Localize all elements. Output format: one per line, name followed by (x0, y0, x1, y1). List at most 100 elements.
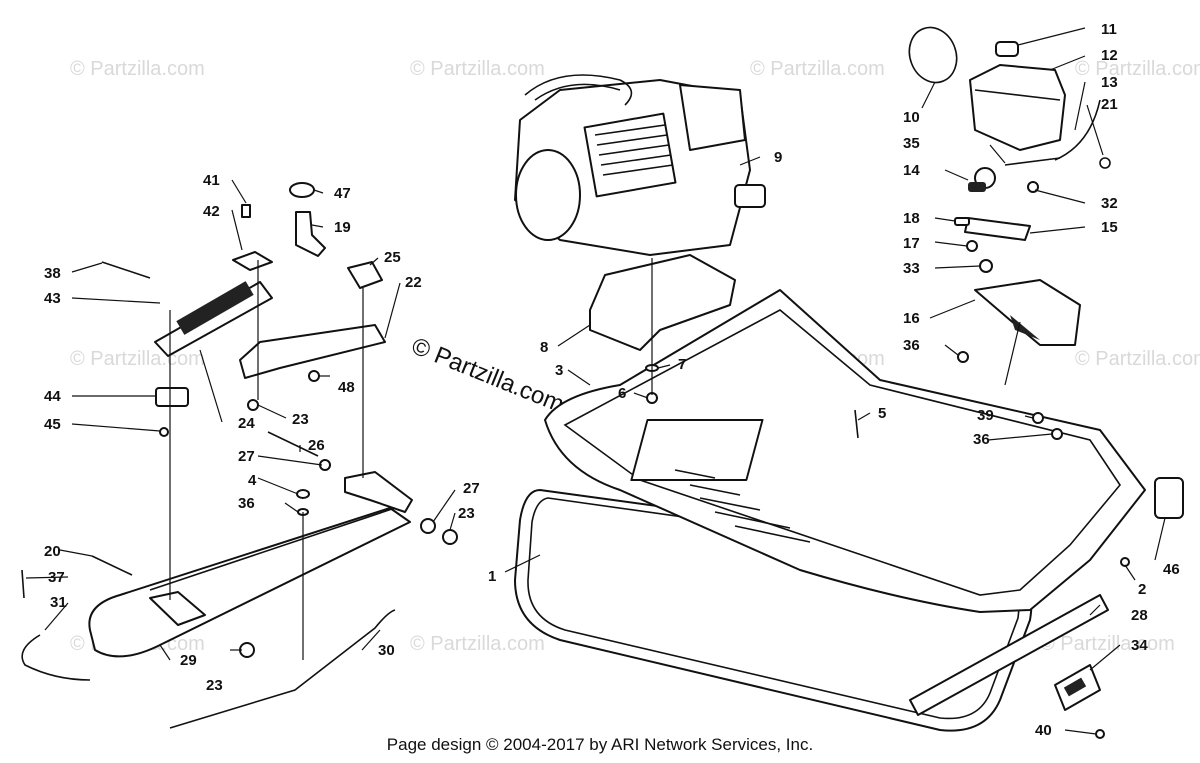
part-23-nut-b (442, 529, 458, 545)
part-36-nut-r2 (1051, 428, 1063, 440)
callout-11: 11 (1101, 21, 1117, 38)
callout-48: 48 (338, 379, 355, 396)
part-43-plate-pad (176, 281, 254, 335)
watermark: © Partzilla.com (1040, 633, 1175, 655)
part-16-bracket (974, 279, 1081, 346)
part-21-clamp (1099, 157, 1111, 169)
part-27-nut-r (420, 518, 436, 534)
part-9-engine (514, 74, 766, 256)
callout-6: 6 (618, 385, 626, 402)
part-15-strap (964, 217, 1031, 241)
part-18-screw (954, 217, 970, 226)
watermark: © Partzilla.com (750, 58, 885, 80)
part-23-nut-a (247, 399, 259, 411)
callout-10: 10 (903, 109, 920, 126)
callout-36-right2: 36 (973, 431, 990, 448)
part-47-washer (289, 182, 315, 198)
watermark: © Partzilla.com (70, 348, 205, 370)
part-46-block (1154, 477, 1184, 519)
part-25-clamp (347, 261, 383, 289)
part-12-tank (969, 64, 1066, 151)
callout-labels: 1 2 3 4 5 6 7 8 9 10 11 12 13 14 15 16 1… (44, 21, 1180, 739)
callout-16: 16 (903, 310, 920, 327)
part-38-bolt (101, 261, 151, 279)
watermark: © Partzilla.com (410, 58, 545, 80)
callout-7: 7 (678, 356, 686, 373)
part-16-bracket-shade (1010, 315, 1040, 340)
callout-8: 8 (540, 339, 548, 356)
part-48-nut (308, 370, 320, 382)
callout-5: 5 (878, 405, 886, 422)
part-3-pan-inner (563, 309, 1121, 596)
callout-27-right: 27 (463, 480, 480, 497)
callout-13: 13 (1101, 74, 1118, 91)
callout-15: 15 (1101, 219, 1118, 236)
part-36-nut-r (957, 351, 969, 363)
callout-4: 4 (248, 472, 257, 489)
part-26-bolt (267, 431, 319, 457)
leader-lines (25, 27, 1166, 735)
callout-37: 37 (48, 569, 65, 586)
part-43-plate (154, 281, 273, 357)
callout-31: 31 (50, 594, 67, 611)
part-30-wearbar (169, 609, 396, 729)
part-41-bolt (241, 204, 251, 218)
callout-12: 12 (1101, 47, 1118, 64)
watermark: © Partzilla.com (1075, 58, 1200, 80)
part-29-ski-edge (149, 507, 396, 591)
callout-2: 2 (1138, 581, 1146, 598)
callout-35: 35 (903, 135, 920, 152)
part-12-tank-edge (974, 89, 1061, 101)
part-44-block (155, 387, 189, 407)
callout-21: 21 (1101, 96, 1118, 113)
callout-1: 1 (488, 568, 496, 585)
part-2-screw (1120, 557, 1130, 567)
callout-41: 41 (203, 172, 220, 189)
part-22-arm (239, 324, 386, 379)
part-8-mount (589, 254, 736, 351)
callout-45: 45 (44, 416, 61, 433)
part-23-nut-c (239, 642, 255, 658)
callout-19: 19 (334, 219, 351, 236)
callout-22: 22 (405, 274, 422, 291)
callout-29: 29 (180, 652, 197, 669)
part-29-ski-saddle (149, 591, 206, 626)
callout-36: 36 (238, 495, 255, 512)
part-20-bolt (91, 555, 133, 576)
callout-36-right: 36 (903, 337, 920, 354)
part-11-cap (995, 41, 1019, 57)
part-28-rail (909, 594, 1109, 716)
page-footer: Page design © 2004-2017 by ARI Network S… (386, 735, 814, 754)
callout-28: 28 (1131, 607, 1148, 624)
callout-42: 42 (203, 203, 220, 220)
part-19-spindle (295, 211, 326, 257)
callout-25: 25 (384, 249, 401, 266)
part-3-slots (674, 469, 811, 543)
watermark: © Partzilla.com (1075, 348, 1200, 370)
callout-44: 44 (44, 388, 61, 405)
part-10-clamp (908, 26, 958, 84)
part-34-reflector-pad (1063, 677, 1087, 697)
callout-40: 40 (1035, 722, 1052, 739)
part-45-nut (159, 427, 169, 437)
callout-14: 14 (903, 162, 920, 179)
callout-24: 24 (238, 415, 255, 432)
part-29-ski (88, 507, 411, 658)
callout-26: 26 (308, 437, 325, 454)
callout-39: 39 (977, 407, 994, 424)
callout-3: 3 (555, 362, 563, 379)
callout-23-right: 23 (458, 505, 475, 522)
callout-38: 38 (44, 265, 61, 282)
part-3-cutout (630, 419, 764, 481)
assembly-guides (169, 258, 1021, 660)
callout-23: 23 (292, 411, 309, 428)
part-33-nut (979, 259, 993, 273)
part-39-nut (1032, 412, 1044, 424)
callout-20: 20 (44, 543, 61, 560)
callout-30: 30 (378, 642, 395, 659)
part-42-bracket (232, 251, 273, 271)
part-17-washer (966, 240, 978, 252)
part-37-bolt (21, 569, 25, 599)
part-35-hose (1004, 157, 1061, 166)
part-3-pan (544, 289, 1146, 613)
